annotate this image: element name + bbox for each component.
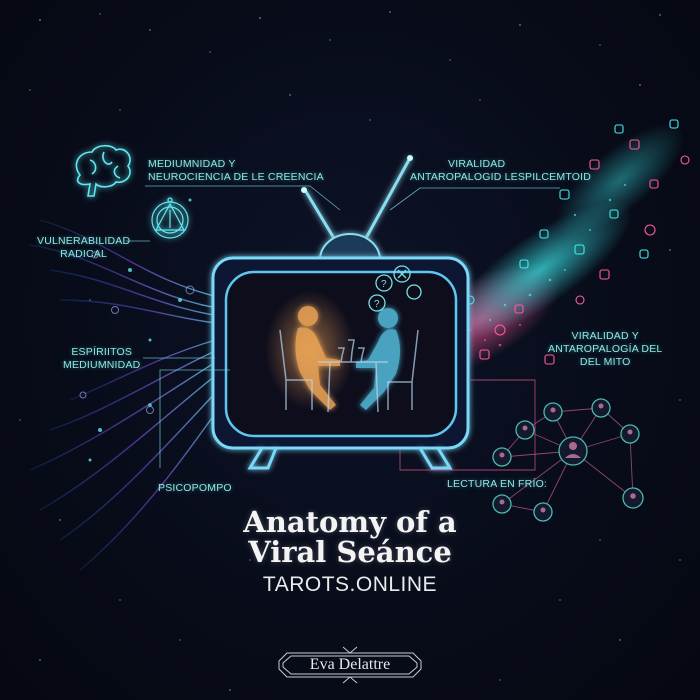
label-line: del mito [579, 356, 631, 368]
label-viralidad-mito: Viralidad y Antaropalogía del del mito [548, 330, 662, 369]
title-line-1: Anatomy of a [243, 505, 457, 539]
label-line: Viralidad [448, 158, 506, 170]
label-psicopompo: Psicopompo [158, 482, 232, 494]
author-plate: Eva Delattre [277, 646, 423, 684]
sitter-figure [356, 308, 400, 410]
social-media-particles [465, 119, 690, 365]
label-line: Antaropalogía del [548, 343, 663, 355]
svg-text:?: ? [374, 299, 380, 310]
brain-icon [75, 144, 131, 197]
svg-text:?: ? [381, 279, 387, 290]
medium-figure [295, 306, 340, 410]
poster-title-block: Anatomy of a Viral Seánce TAROTS.ONLINE [0, 507, 700, 597]
label-line: Espíriitos [71, 346, 133, 358]
author-name: Eva Delattre [309, 656, 391, 673]
label-line: Neurociencia de le creencia [148, 171, 324, 183]
label-line: Antaropalogid lespilcemtoid [410, 171, 592, 183]
label-line: Viralidad y [571, 330, 639, 342]
subtitle: TAROTS.ONLINE [262, 573, 438, 596]
label-espiritus-mediumnidad: Espíriitos Mediumnidad [63, 346, 140, 372]
label-line: Vulnerabilidad [37, 235, 131, 247]
label-vulnerabilidad-radical: Vulnerabilidad Radical [37, 235, 130, 261]
title-line-2: Viral Seánce [248, 535, 452, 569]
label-line: Radical [60, 248, 108, 260]
label-mediumnidad-neurociencia: Mediumnidad y Neurociencia de le creenci… [148, 158, 324, 184]
label-line: Mediumnidad [63, 359, 141, 371]
tv-antenna [303, 156, 412, 242]
ornate-frame-icon [278, 646, 422, 684]
label-line: Mediumnidad y [148, 158, 236, 170]
thought-bubbles [368, 265, 422, 312]
occult-sigil-icon [151, 197, 189, 239]
social-network-graph [492, 398, 644, 522]
label-viralidad-top: Viralidad Antaropalogid lespilcemtoid [410, 158, 591, 184]
label-lectura-en-frio: Lectura en frío: [447, 478, 548, 490]
